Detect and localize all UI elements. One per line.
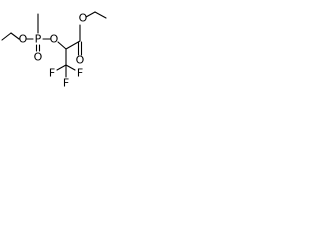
atom-labels: O O P O O O F F F (19, 12, 88, 90)
bond-ester-ch2-ch3 (94, 11, 107, 19)
bond-ethyl-left (1, 32, 12, 41)
structure-diagram: O O P O O O F F F (0, 0, 116, 93)
atom-fluorine-left: F (49, 67, 55, 80)
atom-carbonyl-oxygen: O (76, 54, 85, 67)
atom-ester-oxygen-top: O (79, 12, 88, 25)
bond-ethyl-to-o (10, 32, 20, 40)
bond-o-ch (57, 41, 67, 50)
bond-ester-o-ch2 (85, 11, 96, 18)
atom-phosphorus: P (35, 33, 42, 46)
bond-lines (1, 11, 107, 78)
atom-fluorine-right: F (77, 67, 83, 80)
atom-fluorine-bottom: F (63, 77, 69, 90)
molecule-drawing: O O P O O O F F F (1, 11, 107, 90)
bond-c-f-right (65, 64, 76, 71)
bond-c-f-left (56, 64, 67, 71)
atom-oxygen-bridge: O (50, 33, 59, 46)
atom-oxygen-ethoxy: O (19, 33, 28, 46)
bond-ch-carbonyl (65, 40, 81, 50)
atom-phosphoryl-oxygen: O (34, 51, 43, 64)
